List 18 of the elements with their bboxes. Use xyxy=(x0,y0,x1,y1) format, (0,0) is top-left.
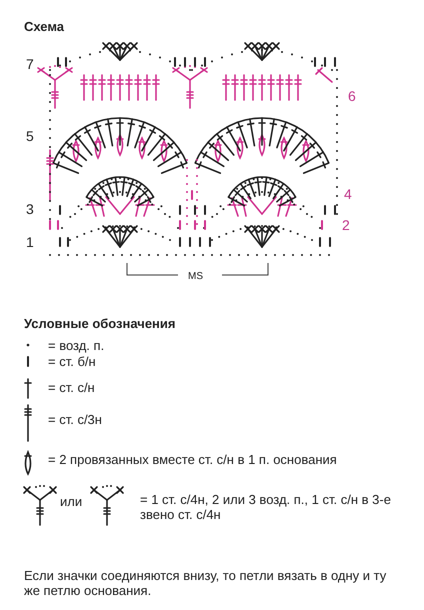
legend-text: = возд. п. xyxy=(48,338,104,353)
legend-text: = ст. б/н xyxy=(48,354,96,369)
row-number: 1 xyxy=(26,235,34,250)
row-number: 2 xyxy=(342,218,350,233)
row-number: 4 xyxy=(344,187,352,202)
legend-heading: Условные обозначения xyxy=(24,316,176,331)
connector-word: или xyxy=(60,494,82,509)
dimension-label: MS xyxy=(188,270,203,284)
legend-text: = 1 ст. с/4н, 2 или 3 возд. п., 1 ст. с/н в 3-е звено ст. с/4н xyxy=(140,492,392,522)
footnote: Если значки соединяются внизу, то петли вязать в одну и ту же петлю основания. xyxy=(24,568,388,598)
legend-text: = ст. с/3н xyxy=(48,412,102,427)
row-number: 6 xyxy=(348,89,356,104)
legend-text: = 2 провязанных вместе ст. с/н в 1 п. основания xyxy=(48,452,337,467)
legend-text: = ст. с/н xyxy=(48,380,95,395)
row-number: 7 xyxy=(26,57,34,72)
row-number: 3 xyxy=(26,202,34,217)
heading: Схема xyxy=(24,19,64,34)
row-number: 5 xyxy=(26,129,34,144)
